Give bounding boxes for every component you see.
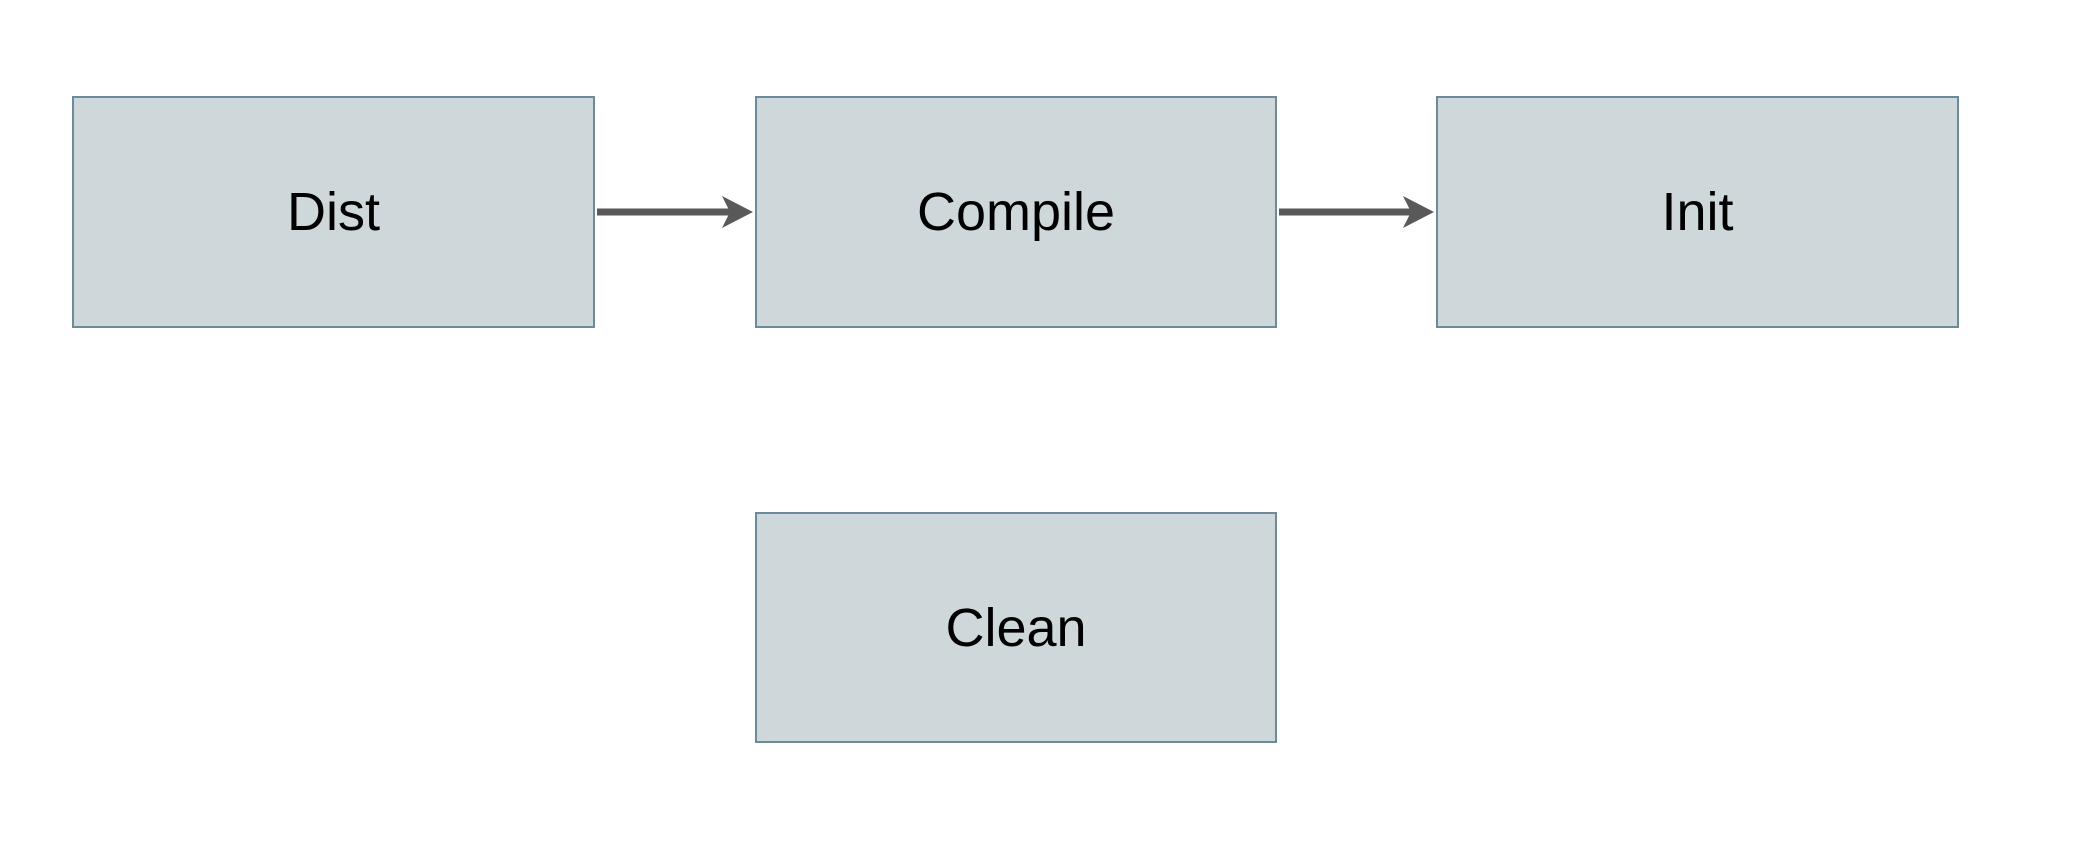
edge-dist-to-compile-arrowhead bbox=[722, 196, 753, 228]
node-compile-label: Compile bbox=[916, 182, 1116, 242]
node-clean[interactable]: Clean bbox=[755, 512, 1277, 743]
node-compile[interactable]: Compile bbox=[755, 96, 1277, 328]
node-init-label: Init bbox=[1661, 182, 1734, 242]
edge-compile-to-init-arrowhead bbox=[1403, 196, 1434, 228]
node-init[interactable]: Init bbox=[1436, 96, 1959, 328]
node-clean-label: Clean bbox=[945, 597, 1087, 658]
edge-compile-to-init[interactable] bbox=[1279, 196, 1434, 228]
edge-dist-to-compile[interactable] bbox=[597, 196, 753, 228]
node-dist-label: Dist bbox=[287, 182, 380, 242]
node-dist[interactable]: Dist bbox=[72, 96, 595, 328]
